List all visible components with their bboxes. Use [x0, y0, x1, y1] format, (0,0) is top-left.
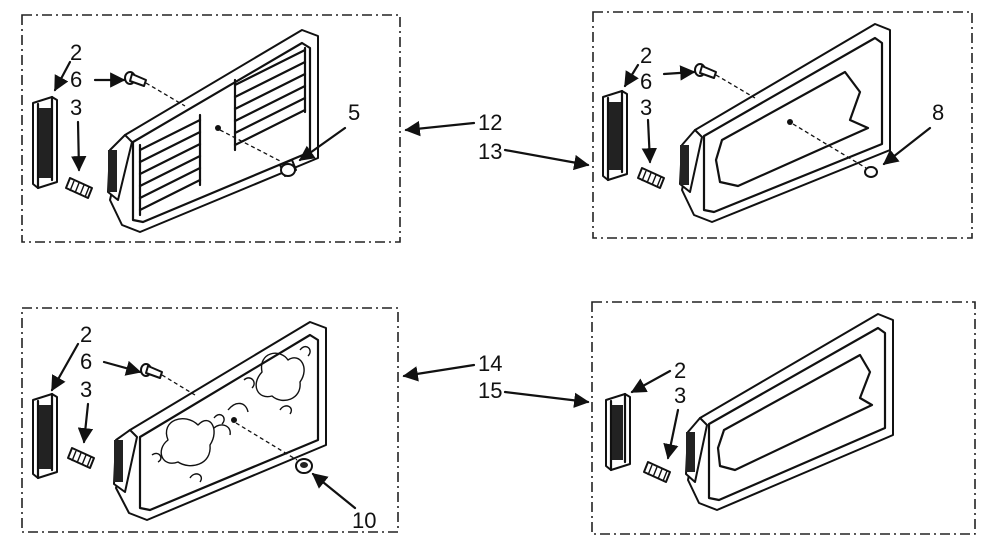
part-label-2: 2	[80, 322, 92, 347]
door-panel-plain	[679, 23, 891, 223]
knob-part	[279, 159, 297, 177]
callout-13: 13	[478, 139, 502, 164]
end-cap-part	[602, 89, 628, 182]
pin-part	[140, 363, 163, 379]
panel-frame	[592, 11, 973, 239]
part-label-8: 8	[932, 100, 944, 125]
part-label-3: 3	[674, 383, 686, 408]
part-label-10: 10	[352, 508, 376, 533]
part-label-2: 2	[640, 43, 652, 68]
callout-15: 15	[478, 378, 502, 403]
callout-12: 12	[478, 110, 502, 135]
part-label-6: 6	[640, 69, 652, 94]
screw-part	[65, 177, 93, 199]
part-label-2: 2	[70, 40, 82, 65]
part-label-3: 3	[70, 95, 82, 120]
part-label-2: 2	[674, 358, 686, 383]
part-label-3: 3	[80, 377, 92, 402]
panel-top-left: 2 6 3 5	[21, 14, 401, 243]
panel-frame	[21, 307, 399, 533]
part-label-5: 5	[348, 100, 360, 125]
end-cap-part	[605, 392, 631, 472]
panel-top-right: 2 6 3 8	[592, 11, 973, 239]
knob-part	[295, 458, 313, 474]
panel-frame	[21, 14, 401, 243]
panel-bottom-right: 2 3	[591, 301, 976, 535]
screw-part	[67, 447, 95, 469]
panel-frame	[591, 301, 976, 535]
panel-bottom-left: 2 6 3 10	[21, 307, 399, 533]
end-cap-part	[32, 392, 58, 480]
screw-part	[643, 461, 671, 483]
callout-14: 14	[478, 351, 502, 376]
vented-door-panel	[107, 29, 319, 233]
part-label-6: 6	[80, 349, 92, 374]
pin-part	[694, 63, 717, 79]
callouts: 12 13 14 15	[402, 110, 590, 408]
screw-part	[637, 167, 665, 189]
screw-small-part	[864, 166, 878, 178]
door-panel-framed	[685, 313, 894, 511]
part-label-6: 6	[70, 67, 82, 92]
part-label-3: 3	[640, 95, 652, 120]
decorated-door-panel	[113, 321, 327, 521]
end-cap-part	[32, 95, 58, 190]
pin-part	[124, 71, 147, 87]
